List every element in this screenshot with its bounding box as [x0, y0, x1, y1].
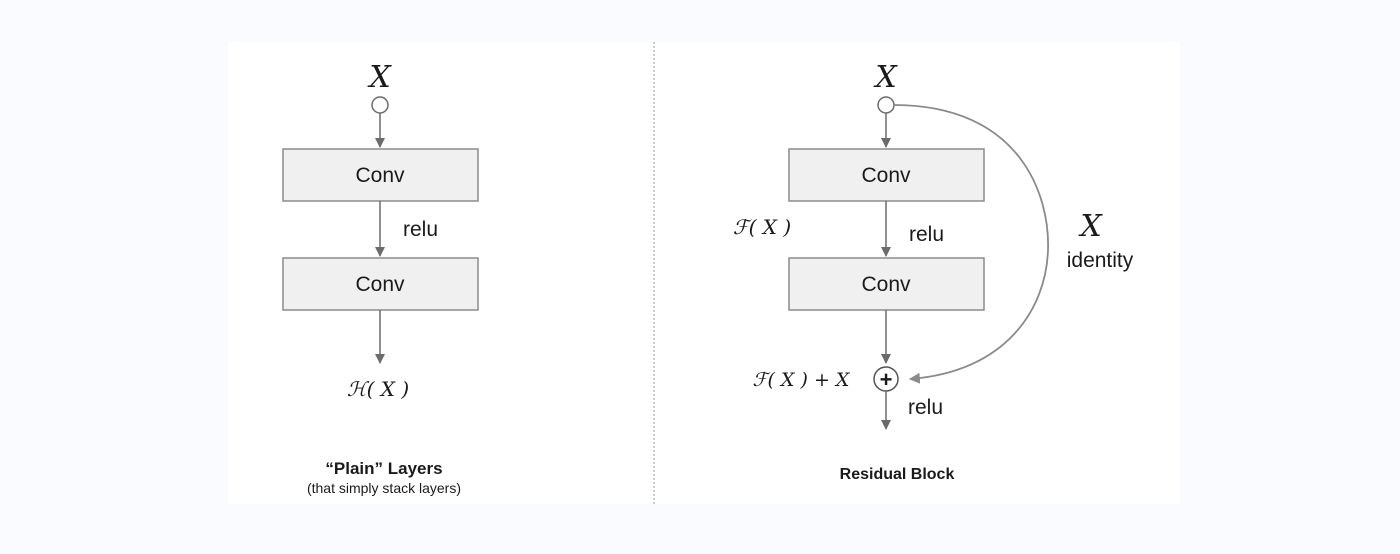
plain-conv1-label: Conv [355, 164, 405, 187]
identity-skip-connection [893, 104, 1049, 384]
residual-caption-title: Residual Block [840, 466, 955, 483]
plain-input-node [371, 96, 389, 114]
plain-output-label: ℋ( X ) [347, 377, 409, 401]
plain-conv1-box [282, 148, 479, 202]
plain-caption-subtitle: (that simply stack layers) [307, 480, 461, 496]
residual-activation-label: relu [909, 223, 944, 246]
plain-activation-label: relu [403, 218, 438, 241]
plain-caption-title: “Plain” Layers [325, 459, 442, 478]
residual-fx-label: ℱ( X ) [733, 215, 791, 239]
residual-conv2-box [788, 257, 985, 311]
plain-layers-diagram: X Conv relu Conv ℋ( X ) “Plain” Layers (… [282, 60, 479, 496]
plain-conv2-box [282, 257, 479, 311]
residual-input-node [877, 96, 895, 114]
identity-symbol: X [1078, 209, 1103, 244]
residual-conv1-label: Conv [861, 164, 911, 187]
residual-block-diagram: X Conv ℱ( X ) relu Conv X identity ℱ( X … [733, 60, 1134, 483]
residual-sum-label: ℱ( X ) + X [753, 369, 851, 391]
residual-conv2-label: Conv [861, 273, 911, 296]
plain-conv2-label: Conv [355, 273, 405, 296]
residual-output-activation-label: relu [908, 396, 943, 419]
plain-input-symbol: X [367, 60, 392, 95]
identity-label: identity [1067, 249, 1134, 272]
sum-operator: + [880, 367, 893, 392]
residual-input-symbol: X [873, 60, 898, 95]
residual-conv1-box [788, 148, 985, 202]
